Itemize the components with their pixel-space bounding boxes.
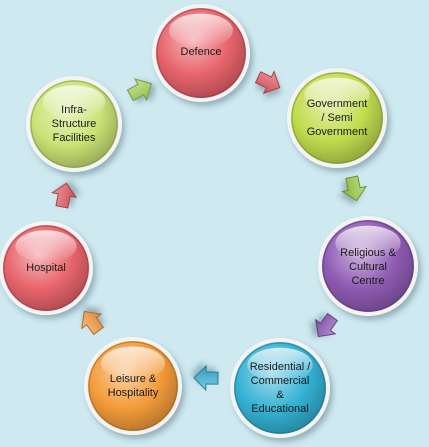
node-government bbox=[287, 68, 387, 168]
node-infrastructure bbox=[26, 76, 122, 172]
node-hospital bbox=[0, 221, 93, 315]
arrow-leisure-to-hospital bbox=[81, 310, 105, 336]
arrow-religious-to-residential bbox=[314, 312, 338, 338]
node-residential bbox=[230, 338, 330, 438]
arrow-defence-to-government bbox=[254, 70, 281, 95]
arrow-residential-to-leisure bbox=[193, 364, 219, 392]
node-religious bbox=[318, 216, 418, 316]
node-defence bbox=[152, 4, 250, 102]
arrow-infrastructure-to-defence bbox=[126, 78, 152, 102]
arrow-government-to-religious bbox=[341, 175, 368, 202]
arrow-hospital-to-infrastructure bbox=[51, 182, 78, 209]
node-leisure bbox=[84, 337, 182, 435]
